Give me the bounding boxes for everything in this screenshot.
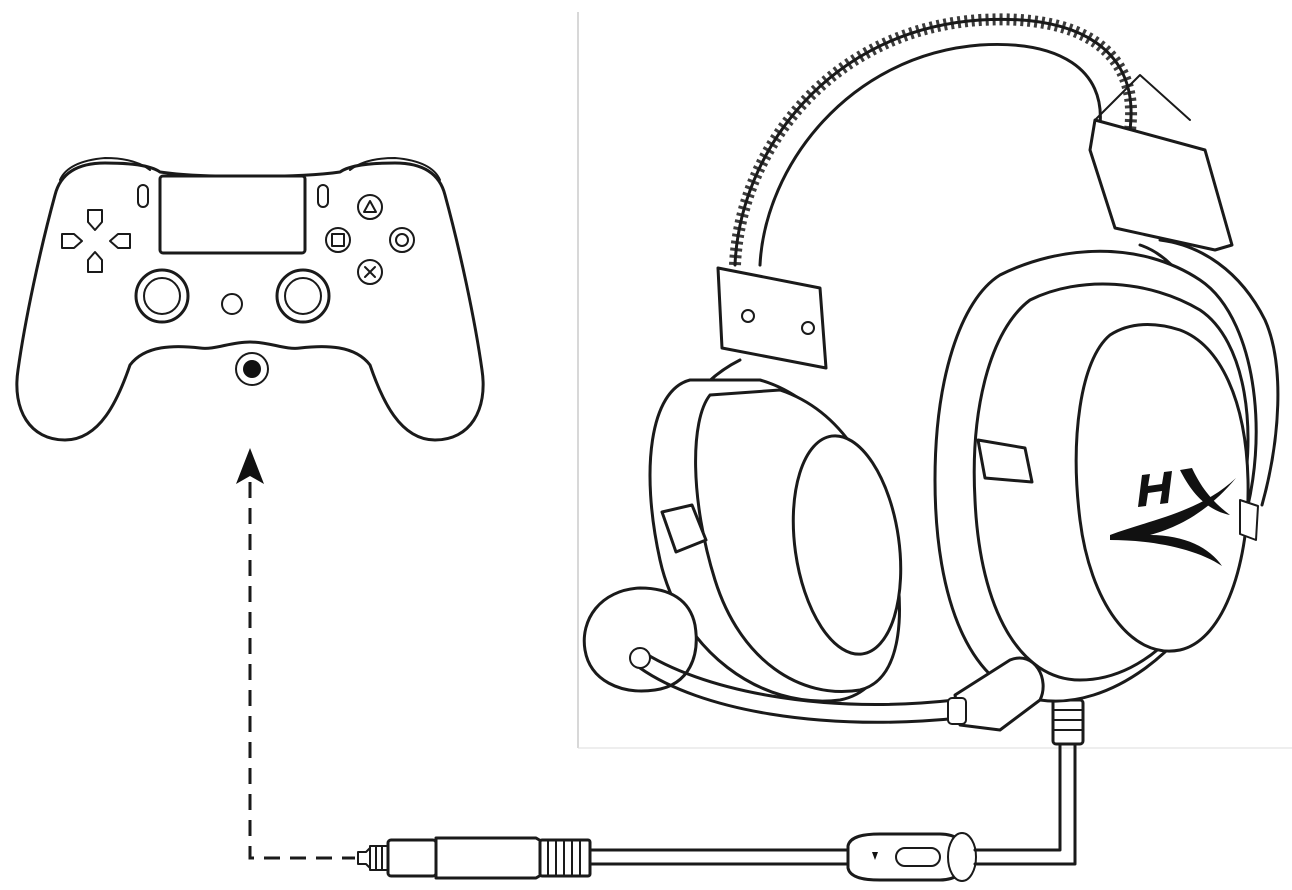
mic-windscreen xyxy=(582,586,698,693)
microphone-icon xyxy=(582,586,1045,732)
dpad xyxy=(61,209,131,273)
headband-inner xyxy=(758,42,1102,267)
ps-button xyxy=(221,293,243,315)
dashed-connection-line xyxy=(248,482,355,860)
touchpad xyxy=(158,174,307,255)
mic-boom-joint xyxy=(953,656,1045,732)
options-button xyxy=(317,184,329,208)
left-earcup xyxy=(648,378,903,703)
plug-body xyxy=(434,836,548,880)
triangle-button xyxy=(357,194,383,220)
mic-icon xyxy=(872,852,878,860)
headset-cable xyxy=(588,698,1085,882)
mic-mute-switch xyxy=(895,847,941,867)
inline-volume-control xyxy=(846,832,977,882)
left-earcup-hinge xyxy=(660,503,708,554)
right-headband-slider xyxy=(1088,118,1234,252)
left-ear-opening xyxy=(791,434,903,656)
plug-collar xyxy=(386,838,438,878)
volume-wheel xyxy=(947,832,977,882)
headband-braid xyxy=(729,13,1138,266)
hx-logo-icon xyxy=(1110,468,1236,566)
mic-boom-top xyxy=(638,648,957,706)
headset-icon xyxy=(582,13,1280,732)
square-button xyxy=(325,227,351,253)
right-yoke xyxy=(1158,238,1280,507)
share-button xyxy=(137,184,149,208)
headset-cable-strain-relief xyxy=(1051,698,1085,746)
circle-button xyxy=(389,227,415,253)
game-controller-icon xyxy=(15,157,485,442)
right-earcup-hinge xyxy=(976,438,1034,484)
plug-tip xyxy=(357,847,371,869)
plug-rings xyxy=(369,845,389,871)
right-earcup-connector xyxy=(1239,499,1259,541)
mic-boom-bottom xyxy=(638,666,962,724)
left-headband-slider xyxy=(716,266,828,370)
face-buttons xyxy=(325,194,415,285)
arrow-up-icon xyxy=(236,448,264,484)
right-earcup xyxy=(933,249,1259,703)
connection-arrow xyxy=(236,448,355,860)
audio-plug-icon xyxy=(357,836,592,880)
right-shoulder xyxy=(349,157,441,181)
left-shoulder xyxy=(59,157,151,181)
headband-outer xyxy=(733,17,1133,267)
